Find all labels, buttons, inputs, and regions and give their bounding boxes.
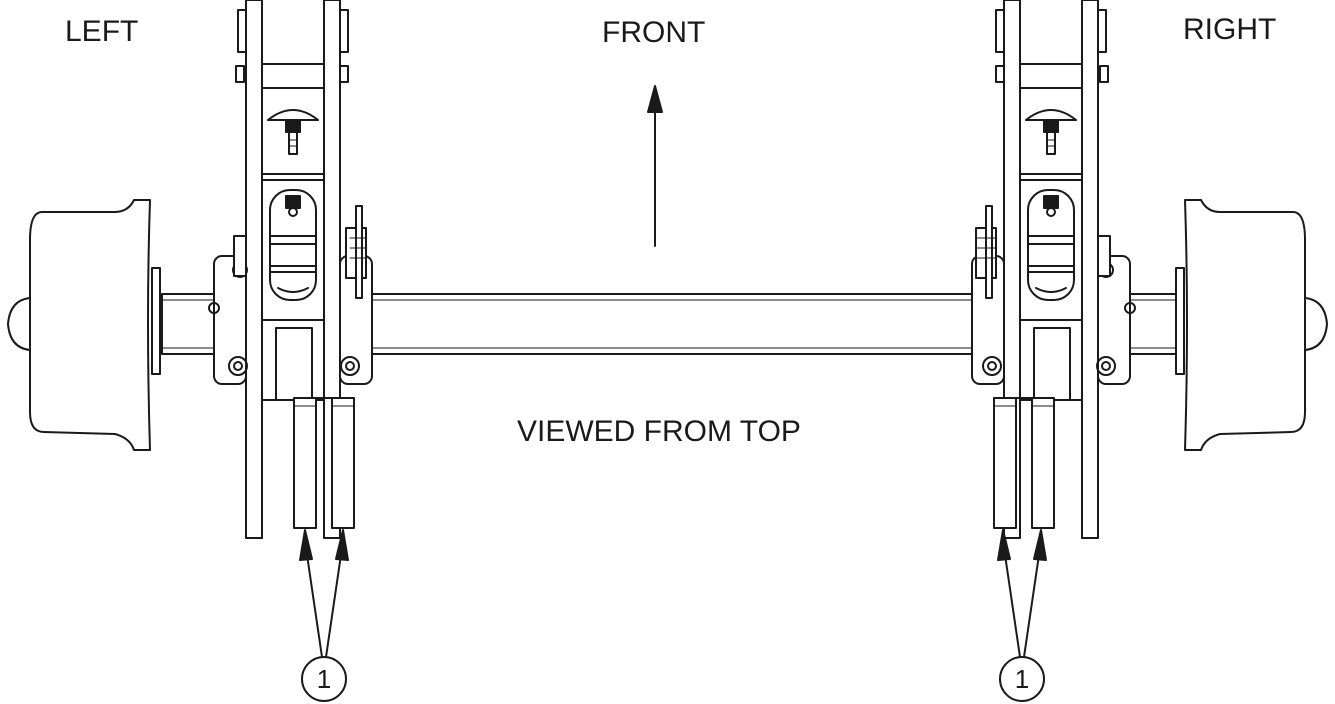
left-wheel [7, 199, 161, 451]
left-callout: 1 [299, 529, 349, 702]
left-row-unit [208, 0, 373, 539]
right-wheel [1175, 199, 1328, 451]
right-side-label: RIGHT [1183, 13, 1277, 46]
view-caption: VIEWED FROM TOP [517, 415, 801, 448]
right-row-unit [971, 0, 1136, 539]
right-callout: 1 [997, 529, 1047, 702]
left-side-label: LEFT [65, 15, 139, 48]
right-callout-number: 1 [1015, 664, 1029, 694]
front-direction-label: FRONT [602, 16, 706, 49]
left-callout-number: 1 [317, 664, 331, 694]
front-arrow [647, 85, 663, 247]
